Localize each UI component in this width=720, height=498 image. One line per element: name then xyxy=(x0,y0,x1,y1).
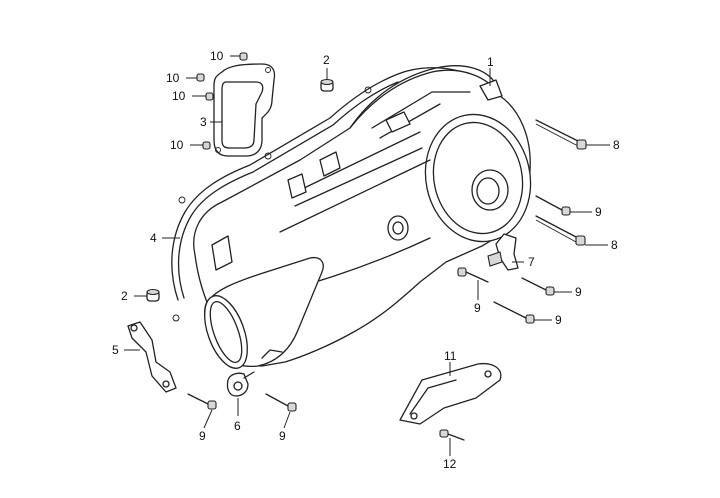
callout-10-b: 10 xyxy=(166,71,180,85)
bolt-9-right-upper xyxy=(535,195,571,216)
screw-10c xyxy=(205,92,214,101)
bolt-9-right-middle xyxy=(521,277,555,296)
callout-6: 6 xyxy=(234,419,241,433)
callout-10-c: 10 xyxy=(172,89,186,103)
callout-10-a: 10 xyxy=(210,49,224,63)
callout-9-right-middle: 9 xyxy=(575,285,582,299)
callout-1: 1 xyxy=(487,55,494,69)
callout-9-center: 9 xyxy=(474,301,481,315)
bracket-5 xyxy=(127,321,177,393)
screw-10d xyxy=(202,141,211,150)
plate-11 xyxy=(399,362,502,425)
air-duct xyxy=(204,256,324,369)
callout-9-bottom-left: 9 xyxy=(199,429,206,443)
bolt-8-lower xyxy=(535,215,586,246)
callout-10-d: 10 xyxy=(170,138,184,152)
dowel-pin-upper xyxy=(320,78,334,92)
callout-9-right-lower: 9 xyxy=(555,313,562,327)
leader-lines xyxy=(124,55,610,456)
gasket-outline xyxy=(171,67,463,322)
callout-3: 3 xyxy=(200,115,207,129)
bolt-8-upper xyxy=(535,119,587,150)
callout-2-upper: 2 xyxy=(323,53,330,67)
bolt-9-center xyxy=(457,267,489,283)
callout-12: 12 xyxy=(443,457,457,471)
screw-10b xyxy=(196,73,205,82)
bolt-9-right-lower xyxy=(493,301,535,324)
callout-9-right-upper: 9 xyxy=(595,205,602,219)
callout-4: 4 xyxy=(150,231,157,245)
callout-8-lower: 8 xyxy=(611,238,618,252)
callout-2-lower: 2 xyxy=(121,289,128,303)
bolt-9-bottom-center xyxy=(265,393,297,412)
screw-12 xyxy=(439,429,465,441)
inspection-gasket xyxy=(213,63,276,157)
callout-11: 11 xyxy=(444,349,457,363)
dowel-pin-lower xyxy=(146,288,160,302)
callout-9-bottom-center: 9 xyxy=(279,429,286,443)
bracket-7 xyxy=(487,233,519,271)
callout-5: 5 xyxy=(112,343,119,357)
clamp-6 xyxy=(226,371,255,397)
screw-10a xyxy=(239,52,248,61)
bolt-9-bottom-left xyxy=(187,393,217,410)
callout-8-upper: 8 xyxy=(613,138,620,152)
callout-7: 7 xyxy=(528,255,535,269)
